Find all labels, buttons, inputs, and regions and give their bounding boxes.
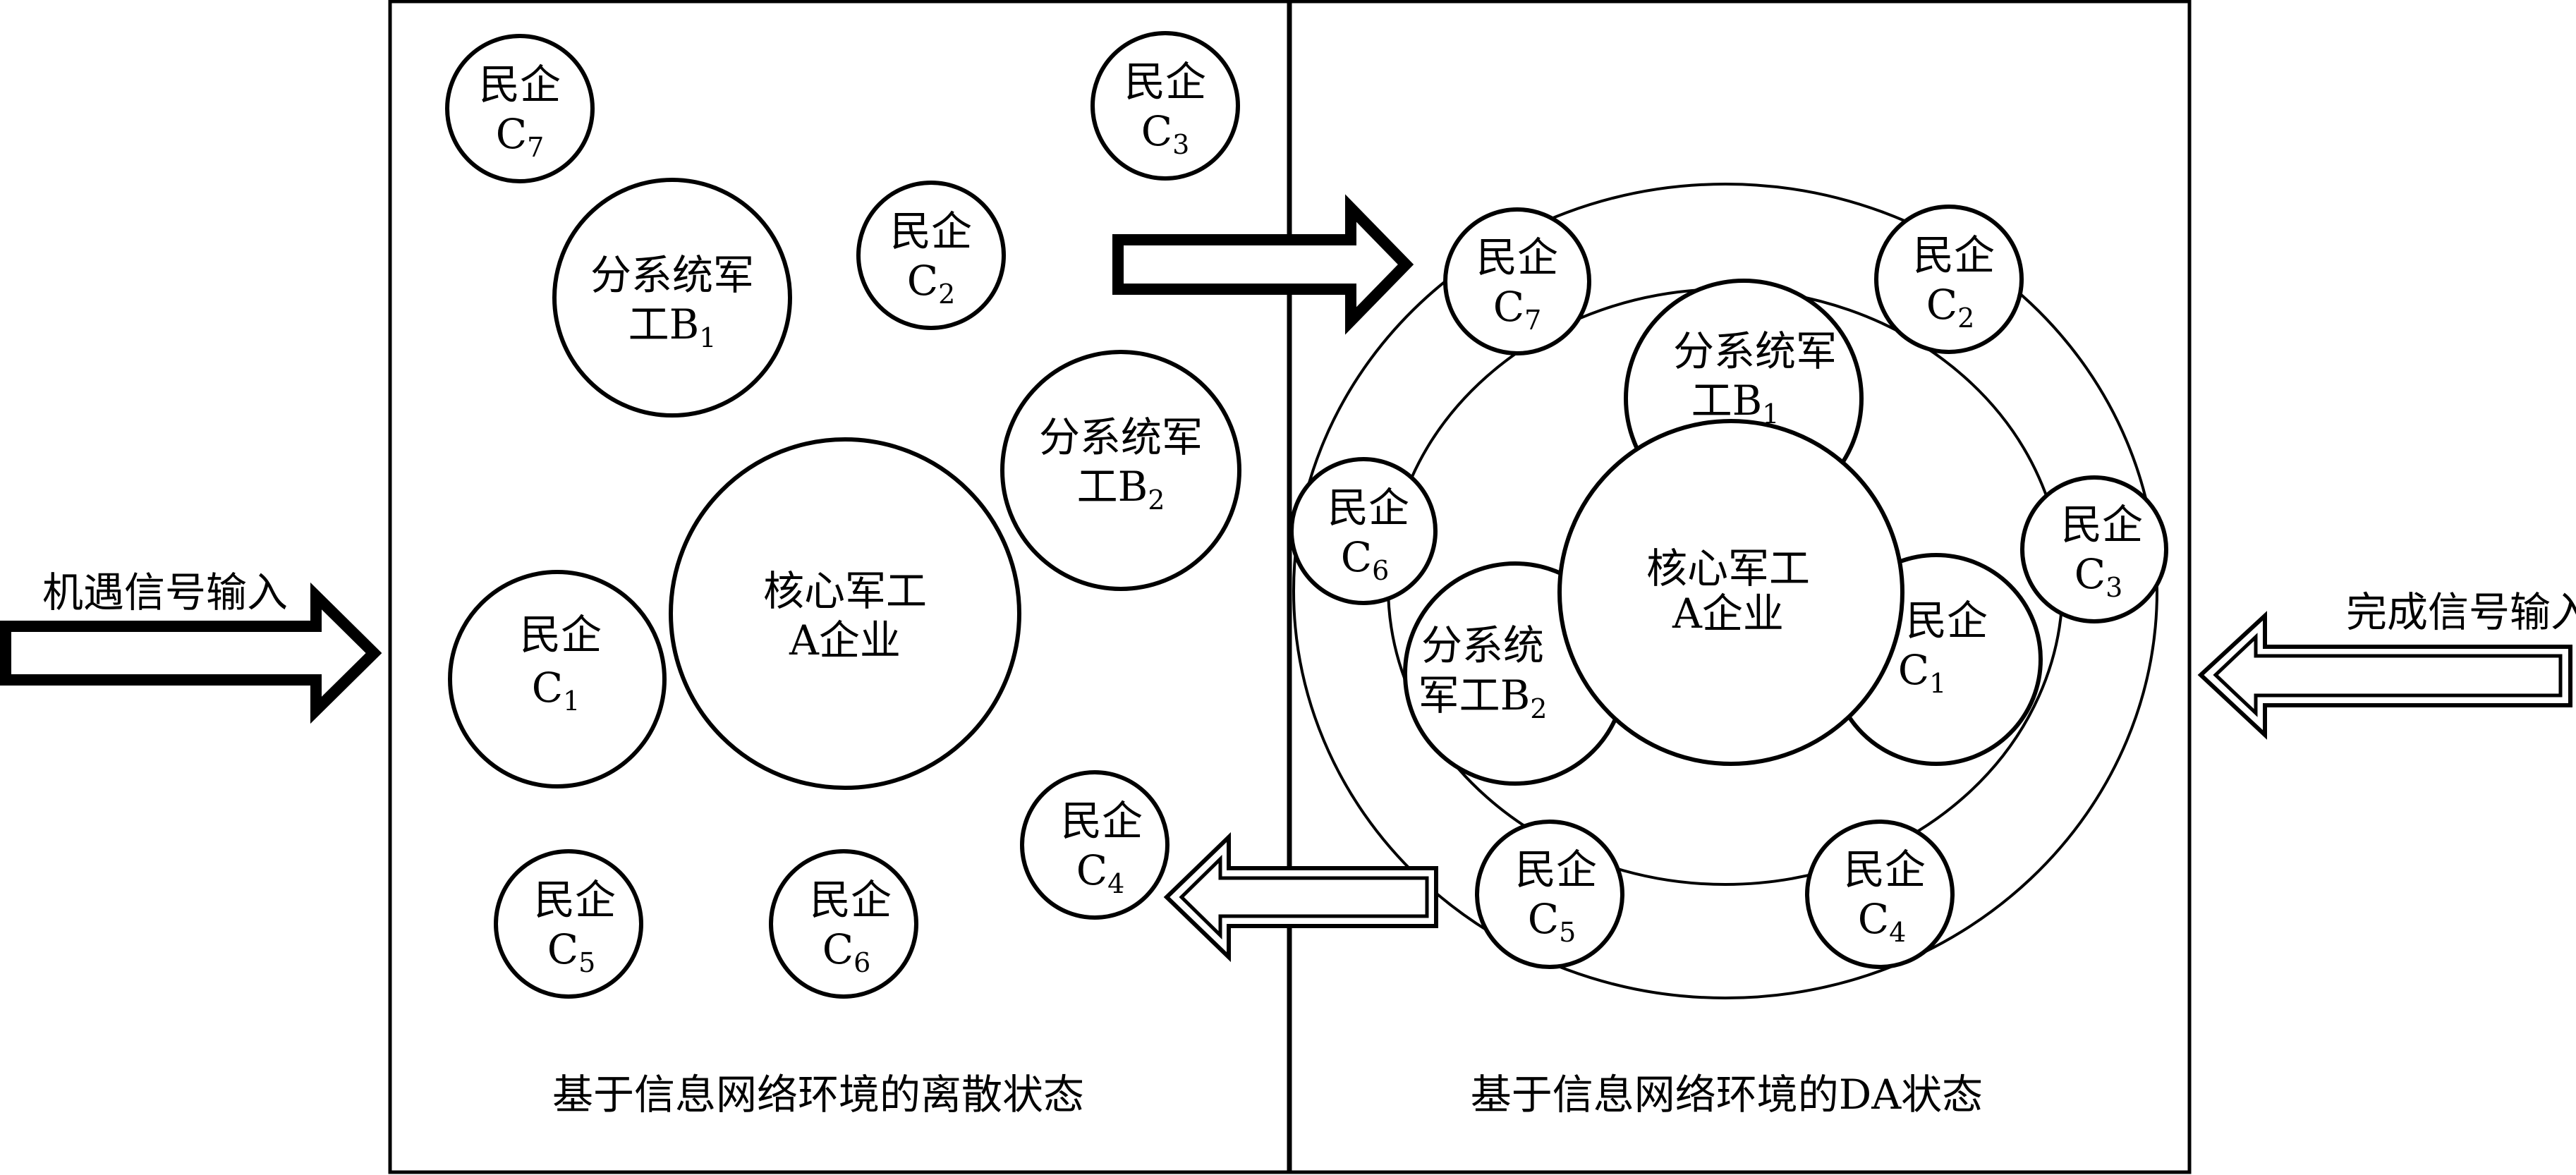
right-civ-c2-code: C2 [1926,281,1975,334]
right-civ-c3-node [2020,475,2168,623]
left-civ-c3-code: C3 [1141,107,1190,160]
left-civ-c1-label: 民企 [520,611,602,659]
left-subsystem-b1-node [552,178,792,418]
outer-ring [1292,183,2158,999]
left-core-a-label: 核心军工 [763,567,927,615]
completion-arrow [2197,611,2572,740]
left-civ-c3-node [1090,31,1240,181]
left-civ-c5-code: C5 [547,925,596,978]
left-civ-c2-label: 民企 [890,207,972,255]
right-civ-c5-code: C5 [1528,895,1576,948]
left-civ-c5-label: 民企 [534,876,616,924]
right-civ-c4-code: C4 [1858,895,1907,948]
right-civ-c5-label: 民企 [1515,846,1597,894]
left-subsystem-b2-code: 工B2 [1077,463,1165,516]
left-subsystem-b1-label: 分系统军 [590,251,754,299]
right-panel-caption: 基于信息网络环境的DA状态 [1471,1071,1983,1119]
left-subsystem-b1-code: 工B1 [628,300,717,353]
right-civ-c5-node [1475,820,1624,969]
left-civ-c2-node [856,181,1006,330]
left-panel: 民企 C7 民企 C3 分系统军 工B1 民企 C2 分系统军 工B2 核心军工… [445,31,1241,1119]
right-civ-c4-node [1805,820,1955,969]
left-civ-c3-label: 民企 [1124,58,1206,106]
left-civ-c7-label: 民企 [479,61,561,109]
right-civ-c7-code: C7 [1493,283,1542,336]
right-civ-c6-label: 民企 [1328,484,1409,532]
right-civ-c3-code: C3 [2074,550,2123,603]
left-civ-c7-code: C7 [496,110,545,163]
completion-signal-label: 完成信号输入 [2346,588,2576,636]
left-civ-c6-label: 民企 [810,876,892,924]
left-civ-c6-node [769,849,918,999]
right-core-a-node [1557,419,1904,766]
right-civ-c4-label: 民企 [1844,846,1926,894]
right-core-a-label: 核心军工 [1646,544,1810,592]
right-civ-c3-label: 民企 [2061,501,2143,549]
right-civ-c2-label: 民企 [1913,231,1995,279]
left-civ-c1-node [448,570,667,789]
right-civ-c1-code: C1 [1898,646,1947,699]
right-civ-c6-node [1289,457,1438,605]
transition-arrow-left [1163,832,1438,963]
left-subsystem-b2-label: 分系统军 [1039,413,1203,461]
right-civ-c1-label: 民企 [1906,597,1988,645]
right-civ-c7-node [1443,207,1591,355]
left-core-a-node [669,437,1021,790]
left-civ-c4-node [1020,770,1169,920]
left-core-a-sublabel: A企业 [789,616,901,664]
right-subsystem-b2-code: 军工B2 [1418,671,1548,724]
right-civ-c6-code: C6 [1341,533,1390,586]
left-civ-c1-code: C1 [532,664,581,717]
left-civ-c5-node [494,849,643,999]
left-civ-c7-node [445,34,595,183]
left-civ-c2-code: C2 [907,257,956,310]
right-civ-c2-node [1874,205,2024,354]
opportunity-arrow [0,582,382,724]
opportunity-signal-label: 机遇信号输入 [42,568,288,616]
left-panel-caption: 基于信息网络环境的离散状态 [552,1071,1084,1119]
left-subsystem-b2-node [1000,350,1241,591]
left-civ-c4-code: C4 [1076,846,1125,899]
right-panel: 分系统军 工B1 民企 C1 分系统 军工B2 核心军工 A企业 民企 C7 民… [1289,183,2168,1119]
right-subsystem-b2-label: 分系统 [1421,621,1544,669]
left-civ-c4-label: 民企 [1061,797,1143,845]
left-civ-c6-code: C6 [822,925,871,978]
right-core-a-sublabel: A企业 [1672,590,1784,638]
right-civ-c7-label: 民企 [1476,233,1558,281]
transition-arrow-right [1112,194,1414,335]
right-subsystem-b1-label: 分系统军 [1673,327,1837,375]
